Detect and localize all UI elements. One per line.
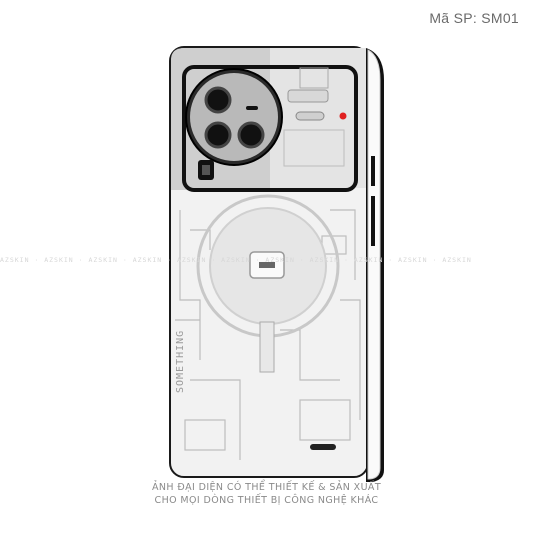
camera-lens-top-icon [204, 86, 232, 114]
flash-icon [246, 106, 258, 110]
caption-line-1: ẢNH ĐẠI DIỆN CÓ THỂ THIẾT KẾ & SẢN XUẤT [151, 482, 382, 493]
phone-side-view [366, 48, 384, 482]
caption-line-2: CHO MỌI DÒNG THIẾT BỊ CÔNG NGHỆ KHÁC [154, 495, 379, 506]
side-button-top [371, 156, 375, 186]
camera-lens-bottom-right-icon [237, 121, 265, 149]
phone-back: SOMETHING [169, 46, 369, 478]
product-code-label: Mã SP: SM01 [429, 10, 519, 26]
camera-module-frame [182, 65, 358, 192]
side-button-bottom [371, 196, 375, 246]
camera-lens-bottom-left-icon [204, 121, 232, 149]
watermark-strip: AZSKIN · AZSKIN · AZSKIN · AZSKIN · AZSK… [0, 256, 472, 264]
engraving-text: SOMETHING [175, 330, 186, 393]
bottom-slot [310, 444, 336, 450]
red-indicator-dot [339, 112, 347, 120]
